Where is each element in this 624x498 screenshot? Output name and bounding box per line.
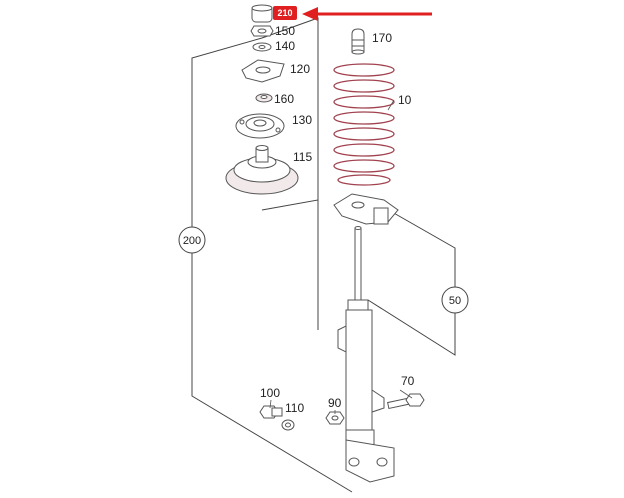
- callout-200[interactable]: 200: [178, 226, 206, 254]
- part-115-strut-mount: [225, 145, 299, 195]
- label-210: 210: [277, 8, 292, 18]
- label-10: 10: [398, 93, 412, 107]
- part-120-plate: [241, 59, 285, 83]
- part-150-nut: [250, 25, 274, 37]
- part-spring-seat: [333, 193, 399, 225]
- label-50: 50: [449, 295, 461, 307]
- part-90-nut: [325, 411, 345, 425]
- label-150: 150: [275, 24, 295, 38]
- label-120: 120: [290, 62, 310, 76]
- part-170-bump-stop: [351, 28, 365, 55]
- part-210-cap: [251, 4, 273, 23]
- label-115: 115: [293, 150, 312, 164]
- part-shock-absorber: [337, 226, 395, 483]
- assembly-frame-200: [191, 37, 353, 493]
- label-90: 90: [328, 396, 342, 410]
- assembly-frame-50: [367, 211, 456, 356]
- highlight-arrow: [302, 7, 432, 21]
- label-70: 70: [401, 374, 415, 388]
- part-140-washer: [252, 42, 272, 52]
- label-130: 130: [292, 113, 312, 127]
- part-160-ring: [255, 93, 273, 103]
- part-10-coil-spring: [333, 63, 395, 186]
- label-110: 110: [285, 401, 304, 415]
- highlight-label-210[interactable]: 210: [273, 6, 297, 20]
- leader-lines: [269, 99, 413, 414]
- callout-50[interactable]: 50: [441, 286, 469, 314]
- part-110-washer: [281, 419, 295, 431]
- label-200: 200: [183, 235, 201, 247]
- label-160: 160: [274, 92, 294, 106]
- part-70-bolt: [387, 393, 425, 410]
- label-140: 140: [275, 39, 295, 53]
- label-170: 170: [372, 31, 392, 45]
- part-100-bolt: [259, 405, 283, 419]
- part-130-mount-plate: [235, 113, 285, 139]
- assembly-frame-200-right: [261, 17, 319, 211]
- label-100: 100: [260, 386, 280, 400]
